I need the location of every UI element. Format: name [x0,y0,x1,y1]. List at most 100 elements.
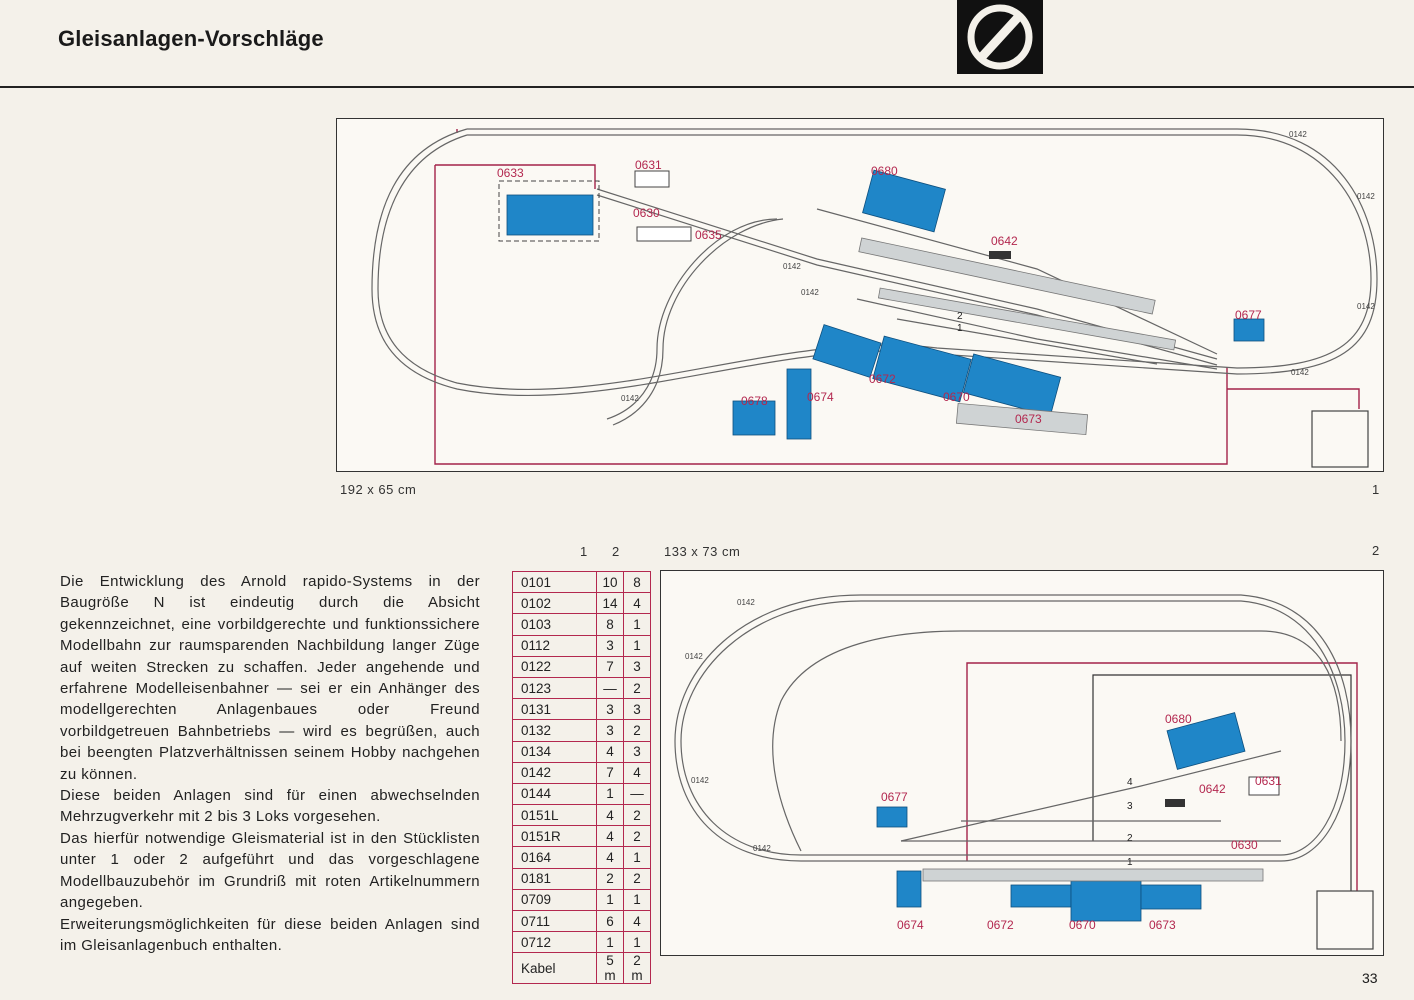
track-label-0142: 0142 [1357,192,1375,201]
quantity-plan-1: 1 [596,888,624,912]
quantity-plan-2: 2 [623,804,651,827]
header-rule [0,86,1414,88]
tracks [674,594,1352,862]
label-0630: 0630 [1231,838,1258,852]
plan-1-size-caption: 192 x 65 cm [340,482,417,497]
track-label-0142: 0142 [1291,368,1309,377]
station-wing-0673 [962,353,1062,417]
parts-row: 0123—2 [512,676,651,700]
label-0635: 0635 [695,228,722,242]
station-wing-0672 [812,324,882,378]
device-0642 [1165,799,1185,807]
quantity-plan-2: — [623,782,651,806]
quantity-plan-2: 1 [623,888,651,912]
plan-2-size-caption: 133 x 73 cm [664,544,741,559]
page-title: Gleisanlagen-Vorschläge [58,26,324,51]
quantity-plan-1: 1 [596,782,624,806]
quantity-plan-1: 4 [596,825,624,848]
article-number: 0131 [512,698,597,721]
article-number: 0711 [512,909,597,933]
article-number: 0164 [512,846,597,869]
track-number-1: 1 [957,323,963,334]
label-0642: 0642 [1199,782,1226,796]
buildings [506,169,1265,440]
label-0680: 0680 [1165,712,1192,726]
track-number-2: 2 [957,311,963,322]
quantity-plan-2: 1 [623,613,651,636]
station-wing-0672 [1010,884,1072,908]
label-0674: 0674 [897,918,924,932]
platforms [858,237,1177,436]
quantity-plan-2: 2 [623,825,651,848]
track-number-1: 1 [1127,857,1133,868]
quantity-plan-1: 7 [596,655,624,678]
quantity-plan-1: 4 [596,740,624,763]
quantity-plan-2: 2 m [623,952,651,985]
intro-paragraph: Das hierfür notwendige Gleismaterial ist… [60,829,480,912]
quantity-plan-1: — [596,676,624,700]
buildings [876,712,1246,922]
label-0642: 0642 [991,234,1018,248]
label-0672: 0672 [987,918,1014,932]
quantity-plan-1: 4 [596,846,624,869]
wiring [966,662,1358,891]
track-label-0142: 0142 [621,394,639,403]
label-0670: 0670 [1069,918,1096,932]
device-0642 [989,251,1011,259]
quantity-plan-1: 10 [596,570,624,594]
quantity-plan-1: 3 [596,698,624,721]
label-0631: 0631 [635,158,662,172]
track-plan-1-drawing: 0633 0631 0630 0635 0680 0642 0677 0672 … [371,128,1378,468]
track-number-3: 3 [1127,801,1133,812]
station-building-0670 [1070,880,1142,922]
track-label-0142: 0142 [783,262,801,271]
quantity-plan-1: 8 [596,613,624,636]
article-number: 0144 [512,782,597,806]
quantity-plan-1: 2 [596,867,624,890]
quantity-plan-2: 4 [623,909,651,933]
station-wing-0673 [1140,884,1202,910]
label-0678: 0678 [741,394,768,408]
article-number: 0132 [512,719,597,742]
label-0673: 0673 [1149,918,1176,932]
arnold-logo-icon [957,0,1043,74]
quantity-plan-2: 3 [623,698,651,721]
article-number: 0101 [512,570,597,594]
quantity-plan-1: 4 [596,804,624,827]
transformer-box [1316,890,1374,950]
quantity-plan-1: 3 [596,719,624,742]
track-label-0142: 0142 [1289,130,1307,139]
quantity-plan-2: 1 [623,846,651,869]
platforms [922,868,1264,882]
article-number: Kabel [512,952,597,985]
quantity-plan-1: 1 [596,931,624,954]
label-0674: 0674 [807,390,834,404]
quantity-plan-2: 3 [623,655,651,678]
quantity-plan-2: 8 [623,570,651,594]
quantity-plan-2: 3 [623,740,651,763]
label-0677: 0677 [1235,308,1262,322]
article-number: 0181 [512,867,597,890]
device-0631 [1248,776,1280,796]
article-number: 0151R [512,825,597,848]
article-number: 0151L [512,804,597,827]
page-number: 33 [1362,970,1378,986]
device-0635 [636,226,692,242]
track-number-4: 4 [1127,777,1133,788]
label-0677: 0677 [881,790,908,804]
signal-box-0677 [876,806,908,828]
intro-text: Die Entwicklung des Arnold rapido-System… [60,571,480,956]
house-0674 [896,870,922,908]
quantity-plan-2: 1 [623,634,651,657]
